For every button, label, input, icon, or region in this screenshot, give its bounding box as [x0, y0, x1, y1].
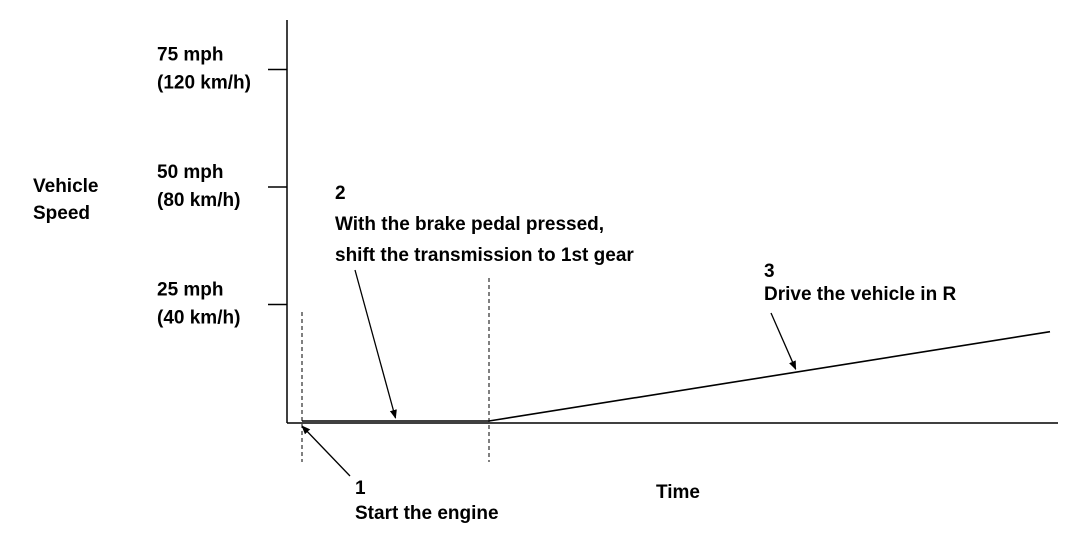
annotation-text-2-0: With the brake pedal pressed, — [335, 214, 604, 235]
y-tick-label-1: 50 mph — [157, 162, 224, 183]
annotation-number-3: 3 — [764, 261, 775, 282]
annotation-text-1-0: Start the engine — [355, 503, 499, 524]
speed-line — [302, 330, 1051, 422]
y-tick-label-0: 25 mph — [157, 280, 224, 301]
annotation-number-2: 2 — [335, 183, 346, 204]
y-tick-label-2: 75 mph — [157, 45, 224, 66]
y-axis-label-line-1: Vehicle — [33, 176, 99, 197]
annotation-number-1: 1 — [355, 478, 366, 499]
y-tick-label-kmh-0: (40 km/h) — [157, 308, 240, 329]
axes — [286, 20, 1058, 424]
annotation-arrow-3 — [770, 312, 797, 371]
y-tick-label-kmh-1: (80 km/h) — [157, 190, 240, 211]
y-tick-label-kmh-2: (120 km/h) — [157, 73, 251, 94]
y-axis-label-line-2: Speed — [33, 203, 90, 224]
annotation-arrow-1 — [301, 425, 351, 477]
annotation-text-3-0: Drive the vehicle in R — [764, 284, 956, 305]
annotation-arrow-2 — [354, 269, 397, 419]
annotation-text-2-1: shift the transmission to 1st gear — [335, 245, 634, 266]
x-axis-label: Time — [656, 482, 700, 503]
